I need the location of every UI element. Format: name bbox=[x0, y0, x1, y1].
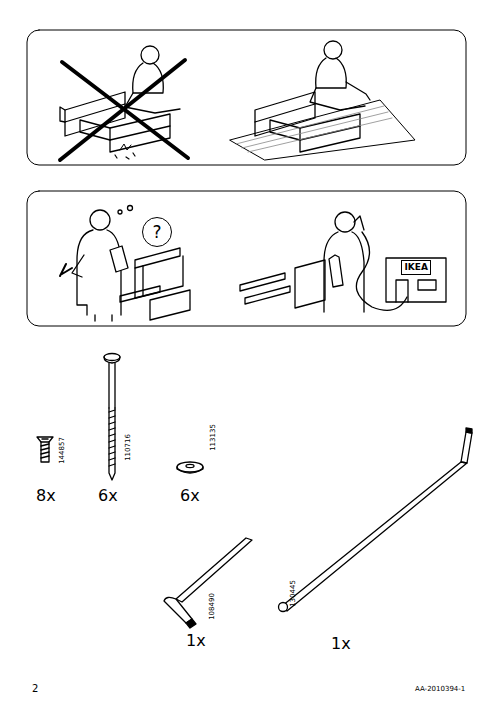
node-text: IKEA bbox=[404, 263, 427, 272]
node-text: ? bbox=[152, 224, 161, 241]
document-code: AA-2010394-1 bbox=[415, 686, 465, 693]
quantity: 8x bbox=[36, 488, 56, 504]
page-number: 2 bbox=[32, 684, 38, 694]
part-number: 144857 bbox=[59, 437, 66, 464]
quantity: 1x bbox=[186, 633, 206, 649]
part-number: 130445 bbox=[290, 580, 297, 607]
part-number: 108490 bbox=[209, 593, 216, 620]
thought-bubble: ? bbox=[142, 217, 172, 247]
part-number: 113135 bbox=[210, 424, 217, 451]
quantity: 1x bbox=[331, 636, 351, 652]
quantity: 6x bbox=[180, 488, 200, 504]
part-number: 110716 bbox=[125, 434, 132, 461]
store-sign: IKEA bbox=[401, 260, 431, 275]
quantity: 6x bbox=[98, 488, 118, 504]
